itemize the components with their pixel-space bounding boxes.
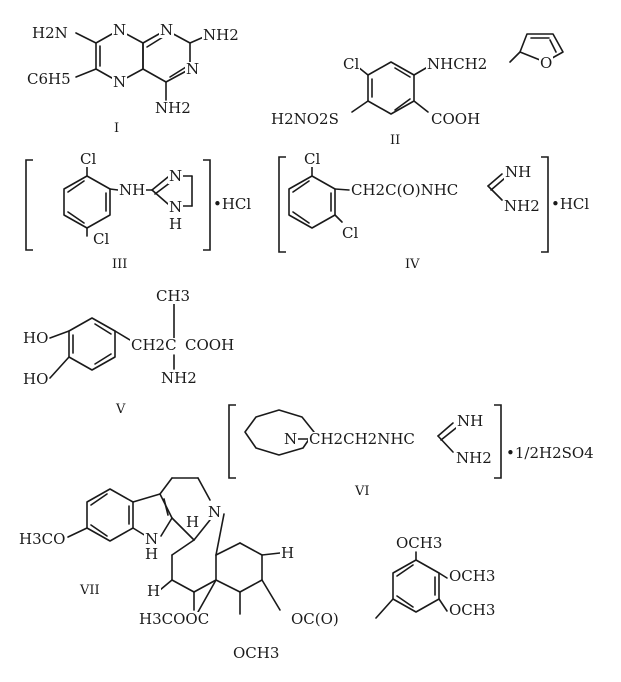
c5-numeral: V [116,402,126,417]
c4-cl-bottom-label: Cl [341,224,360,242]
c1-nh2-right-label: NH2 [202,26,240,44]
c5-nh2-label: NH2 [160,369,198,387]
c7-methoxy-left-label: H3CO [18,530,67,548]
c7-ar-methoxy-bottom-label: OCH3 [448,601,497,619]
c7-ester-link-label: OC(O) [290,610,340,628]
c7-h-right-label: H [280,544,296,562]
c6-numeral: VI [355,484,370,499]
c5-cooh-label: COOH [184,336,236,354]
compound-vii-bonds [67,477,448,619]
c4-nh2-label: NH2 [503,197,541,215]
c6-ring-n-label: N [283,430,299,448]
c2-cl-label: Cl [342,55,361,73]
c3-cl-bottom-label: Cl [92,230,111,248]
c4-imine-nh-label: NH [504,163,533,181]
c7-ar-methoxy-top-label: OCH3 [395,534,444,552]
c4-chain-label: CH2C(O)NHC [350,181,460,199]
c7-indole-h-label: H [144,545,160,563]
c1-ring-n-label: N [159,21,175,39]
c2-nhch2-label: NHCH2 [426,55,489,73]
c7-h-left-label: H [146,582,162,600]
c3-ring-n-bottom-label: N [168,198,184,216]
c1-ring-n-label: N [112,21,128,39]
c2-numeral: II [390,133,401,148]
c4-numeral: IV [405,257,420,272]
c1-h2n-label: H2N [31,24,69,42]
c5-ch3-label: CH3 [155,287,192,305]
compound-vi-bonds [228,404,502,479]
c7-ar-methoxy-mid-label: OCH3 [448,567,497,585]
c5-ho-bottom-label: HO [22,370,50,388]
c7-ester-label: H3COOC [138,610,211,628]
compound-v-bonds [49,300,175,379]
c6-sulfate-label: •1/2H2SO4 [505,444,595,462]
c1-nh2-bottom-label: NH2 [154,99,192,117]
c3-numeral: III [112,257,128,272]
c2-furan-o-label: O [539,54,554,72]
c2-sulfonamide-label: H2NO2S [270,110,340,128]
c7-numeral: VII [80,583,100,598]
c4-hcl-label: •HCl [550,195,591,213]
c6-imine-nh-label: NH [456,412,485,430]
c2-cooh-label: COOH [430,110,482,128]
c4-cl-top-label: Cl [303,150,322,168]
c6-nh2-label: NH2 [455,449,493,467]
c5-ho-top-label: HO [22,329,50,347]
c3-hcl-label: •HCl [212,195,253,213]
c1-phenyl-label: C6H5 [26,70,72,88]
c1-ring-n-label: N [185,60,201,78]
c6-chain-label: CH2CH2NHC [308,430,416,448]
c3-ring-h-label: H [168,215,184,233]
c3-cl-top-label: Cl [79,150,98,168]
c3-nh-label: NH [118,181,147,199]
c1-ring-n-label: N [112,73,128,91]
c5-ch2c-label: CH2C [130,336,178,354]
c7-methoxy-bottom-label: OCH3 [232,644,281,662]
compound-iii-bonds [25,159,211,251]
c7-h-top-label: H [185,513,201,531]
compound-ii-bonds [351,33,564,115]
c7-ring-n-label: N [207,503,223,521]
compound-iv-bonds [278,156,549,253]
c7-indole-n-label: N [144,530,160,548]
c3-ring-n-top-label: N [168,167,184,185]
c1-numeral: I [114,121,120,136]
